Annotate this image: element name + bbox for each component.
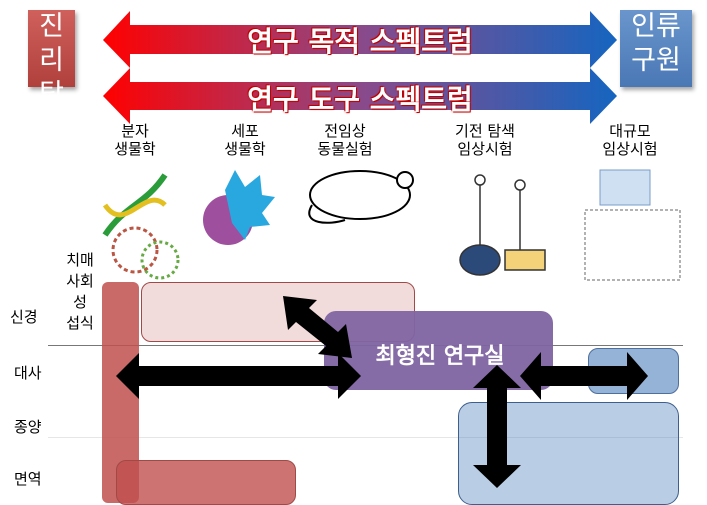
immunology-box — [116, 460, 296, 505]
human-figures-icon — [459, 174, 546, 276]
row-label-oncology: 종양 — [14, 418, 42, 436]
goal-truth-line1: 진리 — [39, 11, 64, 76]
goal-truth-box: 진리 탐구 — [28, 10, 75, 144]
mouse-icon — [308, 170, 414, 224]
goal-humanity-line1: 인류 — [631, 11, 681, 42]
goal-humanity-line2: 구원 — [631, 45, 681, 76]
hospital-crowd-icon — [584, 169, 681, 281]
tool-spectrum-label: 연구 도구 스펙트럼 — [247, 83, 473, 116]
row-label-neuro: 신경 — [10, 308, 38, 326]
row-label-immunology: 면역 — [14, 470, 42, 488]
illustrations — [102, 169, 681, 281]
goal-truth-line2: 탐구 — [39, 79, 64, 144]
oncology-clinical-box — [458, 402, 679, 505]
dna-protein-icon — [102, 173, 180, 280]
tool-spectrum-arrow — [103, 68, 617, 124]
lab-name: 최형진 연구실 — [375, 344, 505, 369]
divider-line-faint — [48, 437, 683, 438]
goal-humanity-box: 인류 구원 — [620, 10, 692, 87]
cell-icon — [203, 170, 275, 245]
metabolism-clinical-box — [588, 348, 679, 394]
row-label-metabolism: 대사 — [14, 364, 42, 382]
purpose-spectrum-label: 연구 목적 스펙트럼 — [247, 25, 473, 58]
purpose-spectrum-arrow — [103, 11, 617, 68]
